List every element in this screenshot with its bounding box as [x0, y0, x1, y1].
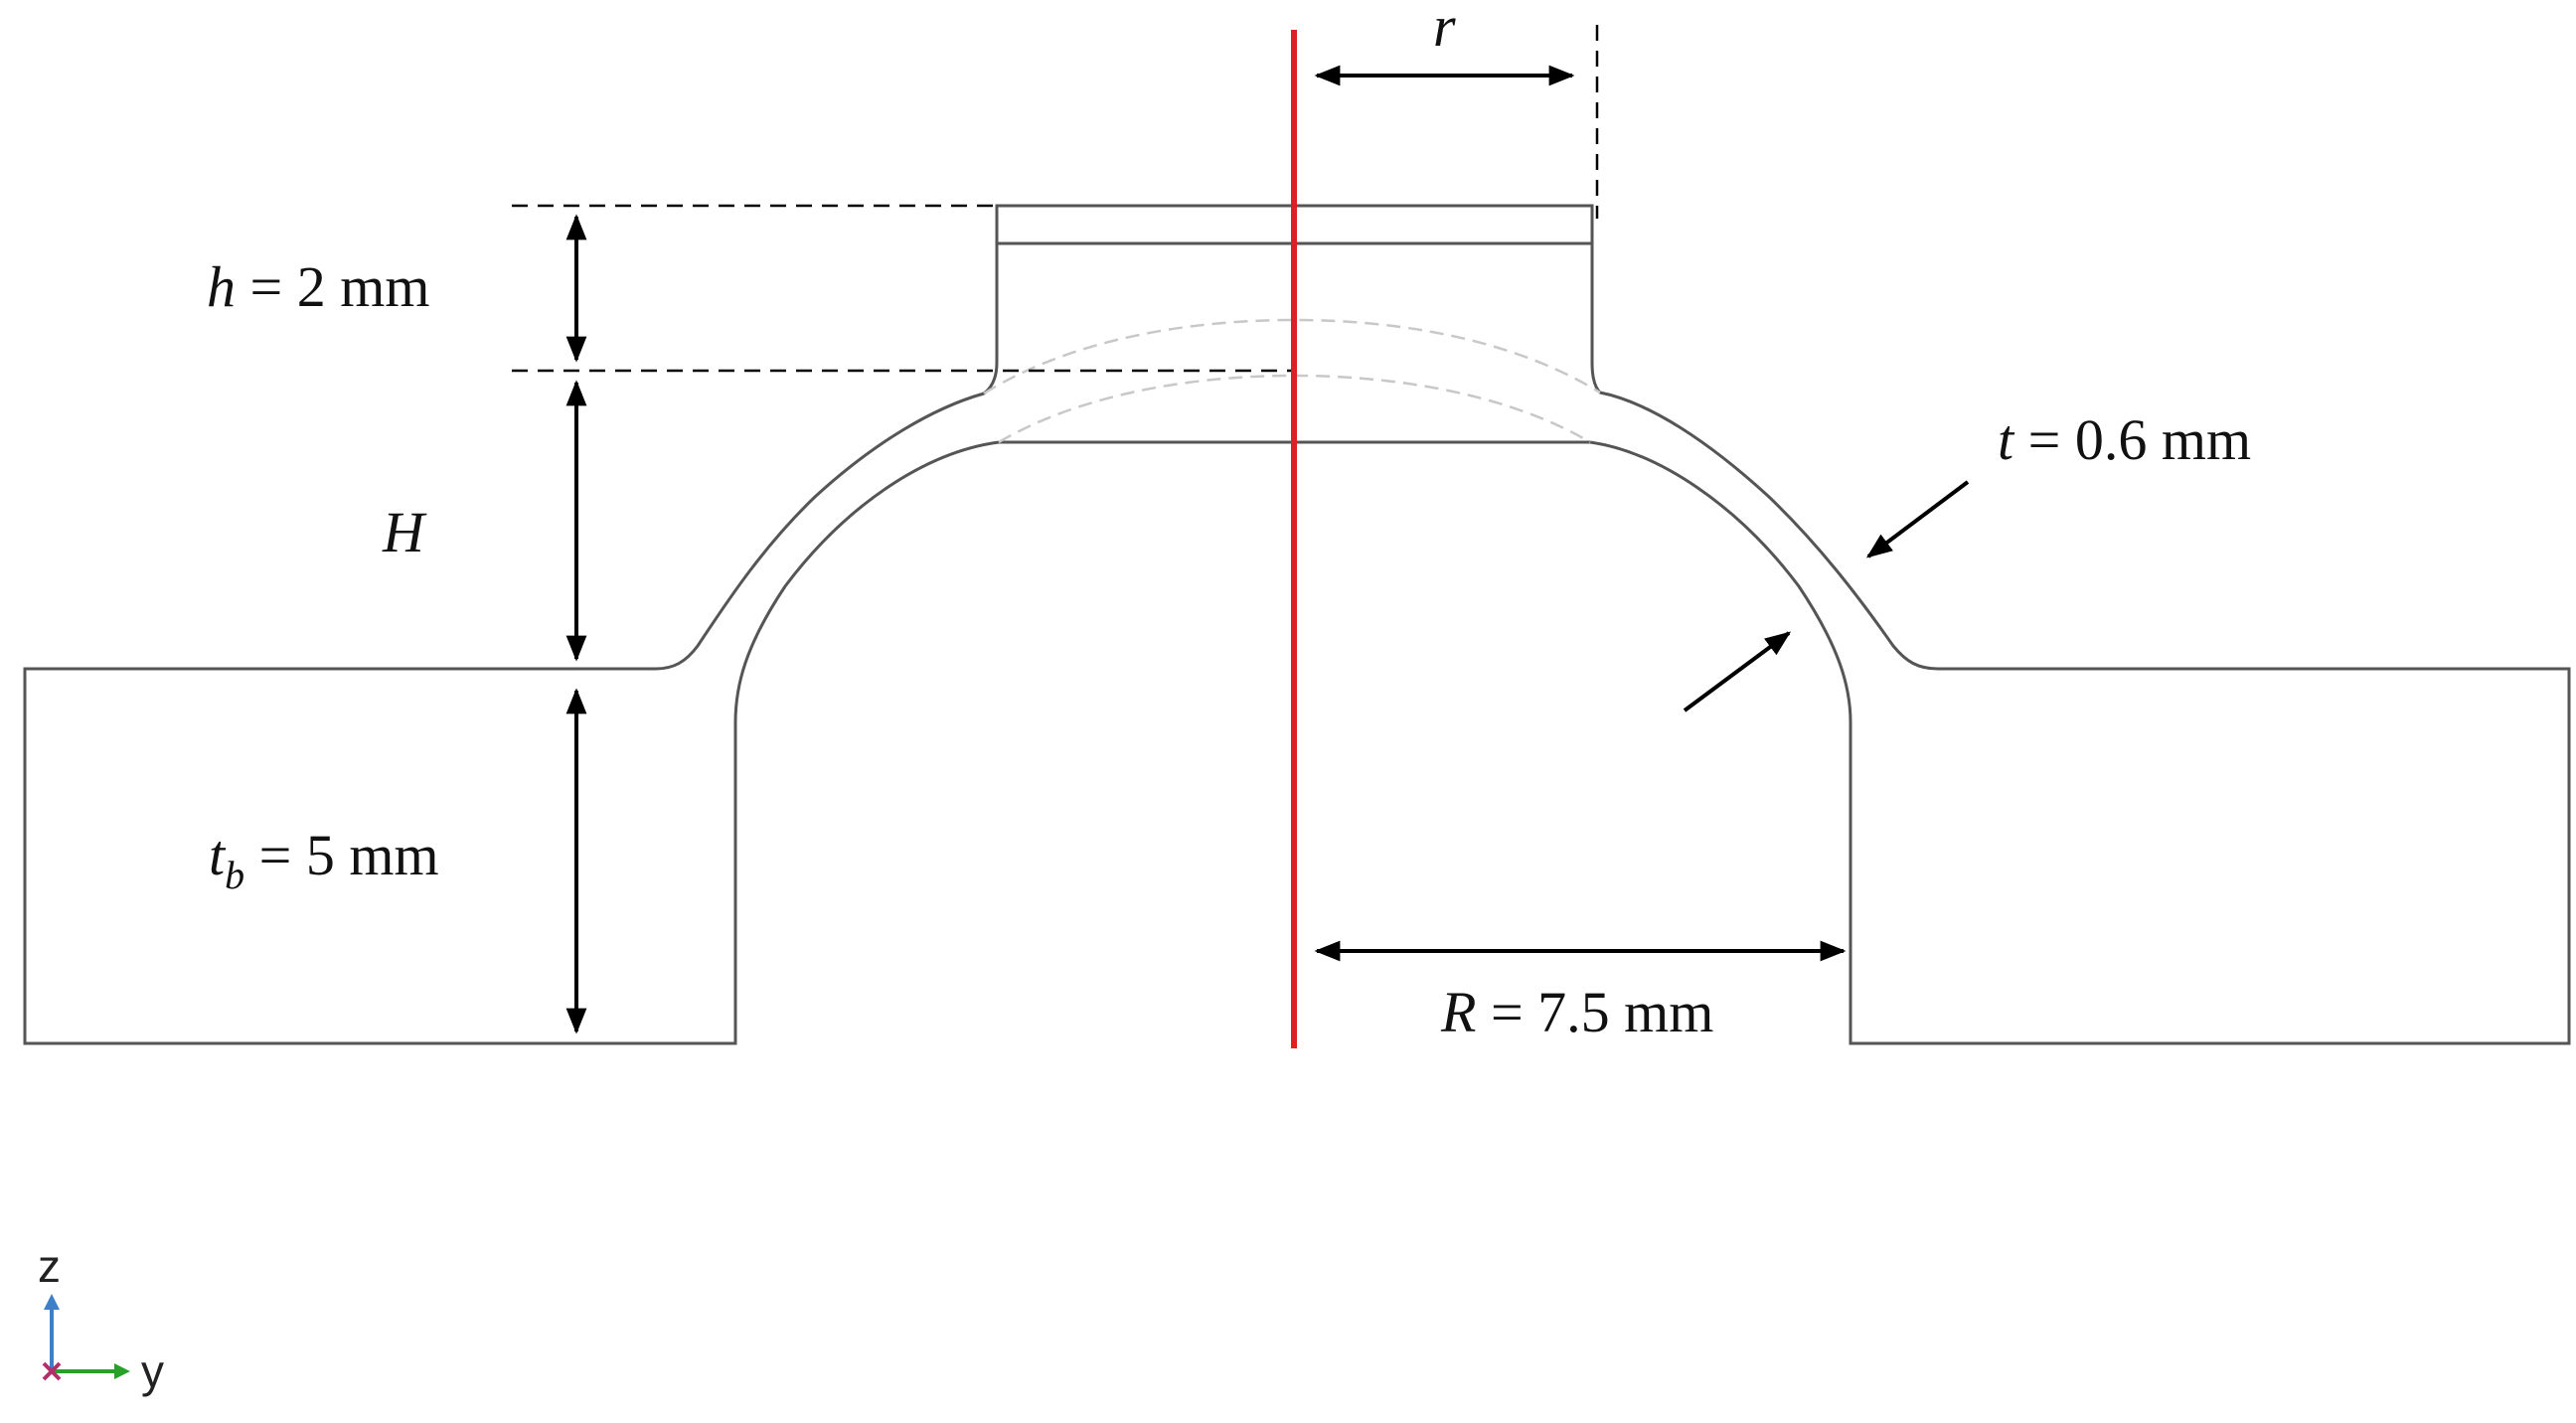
H-label: H	[382, 500, 427, 564]
R-label: R = 7.5 mm	[1440, 980, 1713, 1044]
hidden-lines	[983, 318, 1601, 444]
z-axis-label: z	[38, 1240, 61, 1292]
r-label: r	[1433, 0, 1456, 59]
axis-triad: z y	[38, 1240, 164, 1397]
t-leader-arrow-outer	[1865, 480, 1970, 558]
y-axis-label: y	[141, 1345, 164, 1397]
h-label: h = 2 mm	[207, 254, 429, 319]
t-label: t = 0.6 mm	[1998, 407, 2251, 472]
dimension-guides	[512, 25, 1599, 373]
t-leader-arrow-inner	[1683, 631, 1792, 712]
x-axis-icon	[42, 1361, 62, 1381]
tb-label: tb = 5 mm	[209, 823, 439, 897]
outer-profile	[23, 204, 2571, 1045]
dimension-arrows	[565, 65, 1970, 1034]
